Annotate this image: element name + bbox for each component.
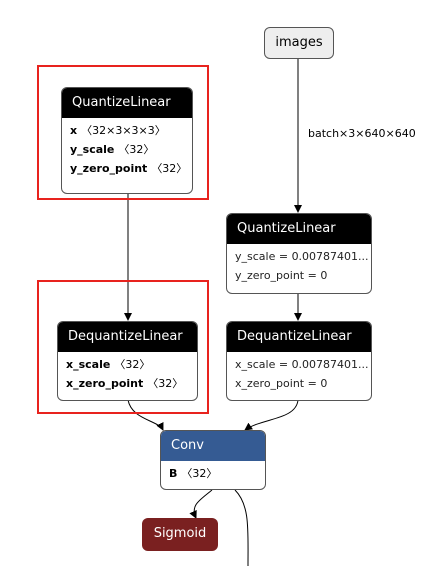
node-dequantize-linear-right[interactable]: DequantizeLinear x_scale = 0.00787401...…	[226, 321, 372, 401]
edge-dequantize-right-to-conv	[244, 399, 299, 431]
node-title: DequantizeLinear	[227, 322, 371, 352]
attr-y-zero-point: y_zero_point = 0	[235, 269, 328, 282]
attr-x: x〈32×3×3×3〉	[70, 124, 166, 137]
node-conv[interactable]: Conv B〈32〉	[160, 430, 266, 490]
attr-x-zero-point: x_zero_point〈32〉	[66, 377, 184, 390]
edge-dequantize-left-to-conv	[127, 399, 164, 431]
attr-x-zero-point: x_zero_point = 0	[235, 377, 328, 390]
node-sigmoid[interactable]: Sigmoid	[142, 518, 218, 551]
highlight-box-quantize	[37, 65, 209, 200]
node-dequantize-linear-left[interactable]: DequantizeLinear x_scale〈32〉 x_zero_poin…	[57, 321, 198, 401]
edge-conv-to-sigmoid	[189, 489, 213, 519]
attr-y-zero-point: y_zero_point〈32〉	[70, 162, 188, 175]
node-title: Conv	[161, 431, 265, 461]
node-title: DequantizeLinear	[58, 322, 197, 352]
node-title: QuantizeLinear	[62, 88, 192, 118]
node-title: QuantizeLinear	[227, 214, 371, 244]
node-quantize-linear-left[interactable]: QuantizeLinear x〈32×3×3×3〉 y_scale〈32〉 y…	[61, 87, 193, 194]
highlight-box-dequantize	[37, 280, 209, 414]
edge-label-shape: batch×3×640×640	[308, 127, 416, 140]
attr-y-scale: y_scale = 0.00787401...	[235, 250, 369, 263]
attr-x-scale: x_scale〈32〉	[66, 358, 151, 371]
node-quantize-linear-right[interactable]: QuantizeLinear y_scale = 0.00787401... y…	[226, 213, 372, 294]
attr-b: B〈32〉	[169, 467, 218, 480]
attr-y-scale: y_scale〈32〉	[70, 143, 155, 156]
edge-conv-to-next	[234, 489, 249, 566]
input-node-images[interactable]: images	[264, 27, 334, 59]
attr-x-scale: x_scale = 0.00787401...	[235, 358, 369, 371]
